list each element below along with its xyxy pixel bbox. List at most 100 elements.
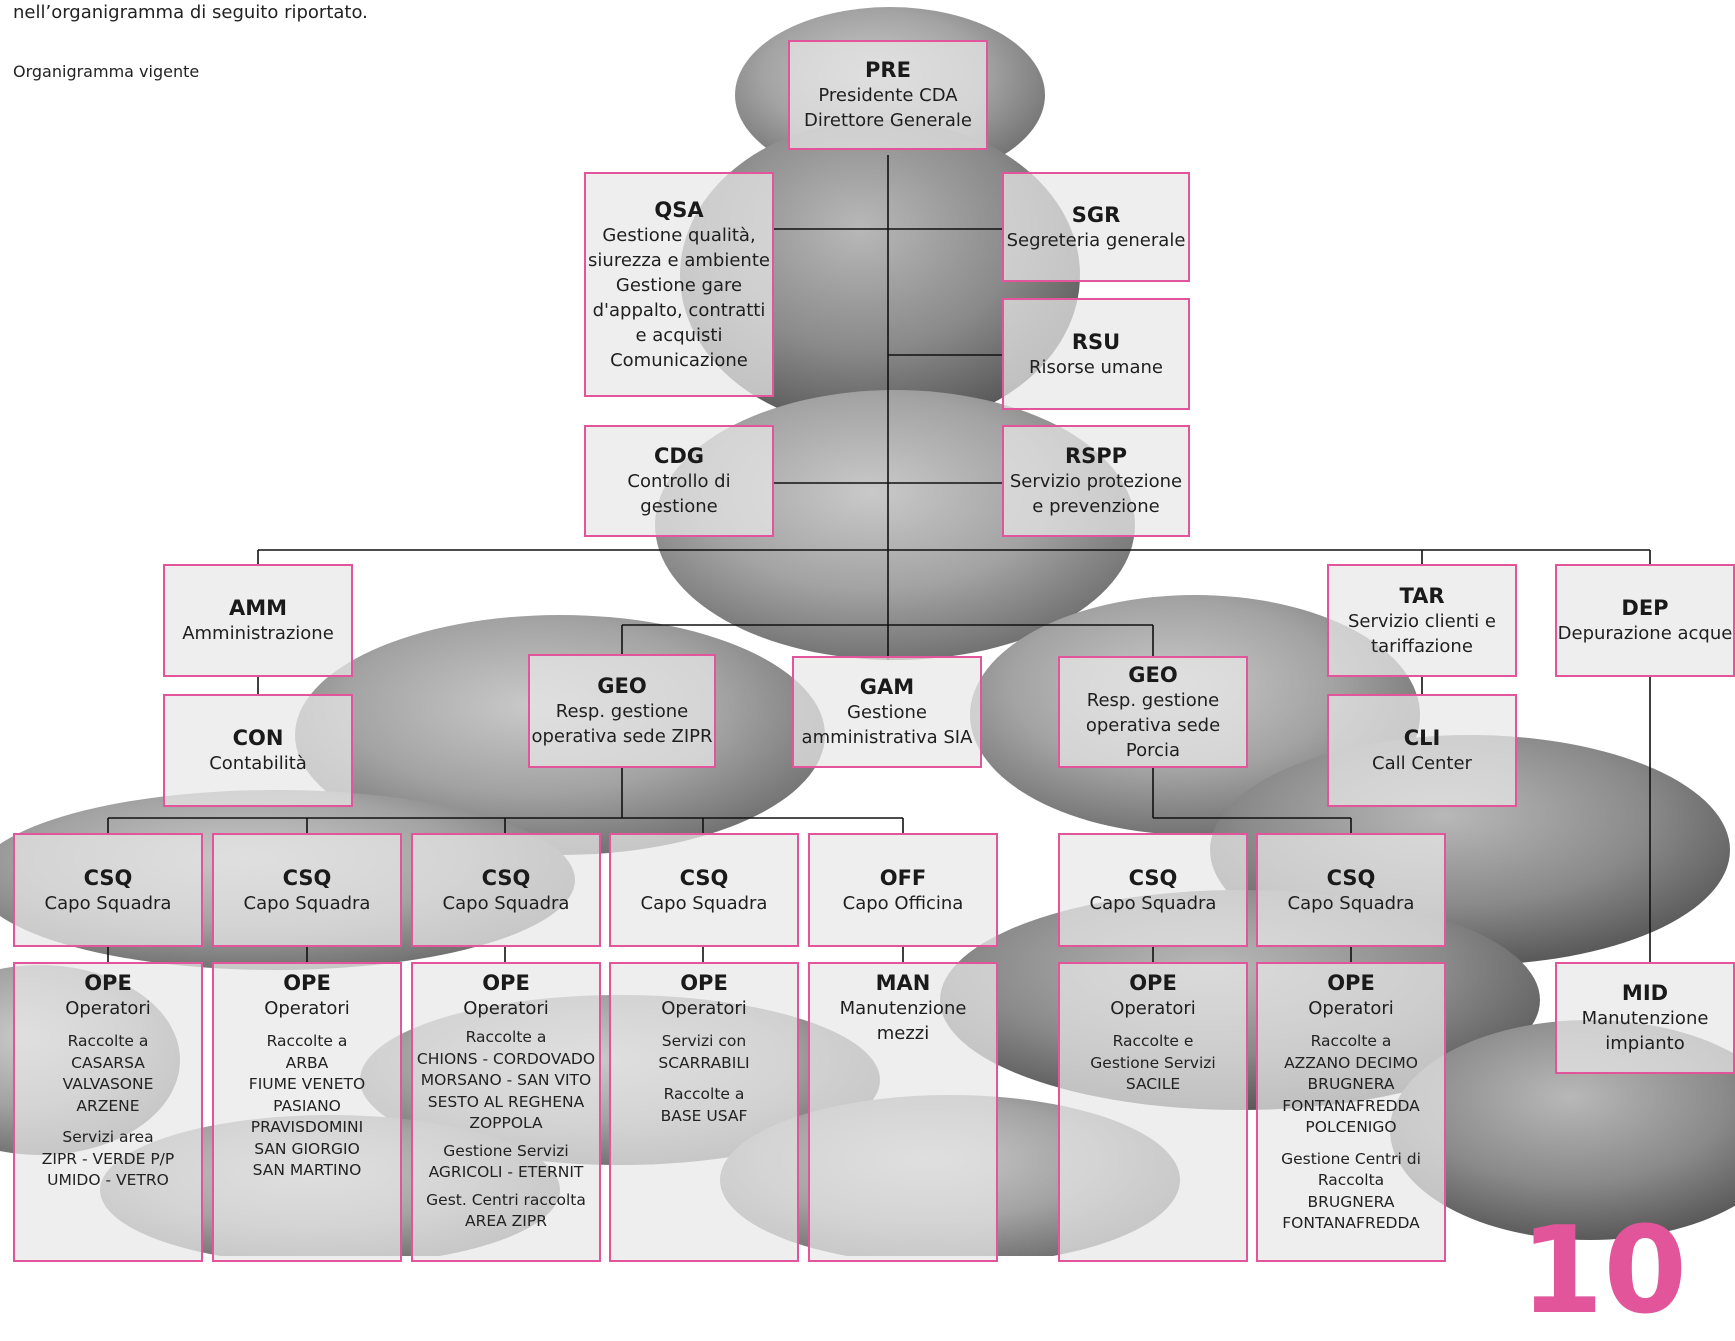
node-desc: Capo Squadra <box>1287 892 1415 914</box>
node-detail: Raccolte a CHIONS - CORDOVADO MORSANO - … <box>416 1028 596 1132</box>
node-desc: Manutenzione mezzi <box>839 998 967 1044</box>
node-code: OPE <box>482 971 530 995</box>
intro-text: nell’organigramma di seguito riportato. <box>13 2 368 23</box>
chart-subtitle: Organigramma vigente <box>13 62 200 81</box>
node-mid: MID Manutenzione impianto <box>1555 962 1735 1074</box>
node-detail: Gestione Centri di Raccolta BRUGNERA FON… <box>1281 1149 1421 1233</box>
node-detail: Servizi con SCARRABILI <box>658 1032 750 1072</box>
node-desc: Depurazione acque <box>1557 623 1733 644</box>
node-csq-5: CSQ Capo Squadra <box>1058 833 1248 947</box>
node-rsu: RSU Risorse umane <box>1002 298 1190 410</box>
node-desc: Resp. gestione operativa sede Porcia <box>1085 689 1221 761</box>
page-number: 10 <box>1520 1202 1687 1341</box>
node-qsa: QSA Gestione qualità, siurezza e ambient… <box>584 172 774 397</box>
node-ope-2: OPE Operatori Raccolte a ARBA FIUME VENE… <box>212 962 402 1262</box>
node-code: OPE <box>1327 971 1375 995</box>
node-ope-3: OPE Operatori Raccolte a CHIONS - CORDOV… <box>411 962 601 1262</box>
node-gam: GAM Gestione amministrativa SIA <box>792 656 982 768</box>
node-csq-1: CSQ Capo Squadra <box>13 833 203 947</box>
node-code: OPE <box>680 971 728 995</box>
node-man: MAN Manutenzione mezzi <box>808 962 998 1262</box>
stone-12 <box>1390 1020 1735 1240</box>
node-desc: Gestione amministrativa SIA <box>801 702 973 748</box>
node-desc: Capo Squadra <box>640 892 768 914</box>
node-desc: Segreteria generale <box>1006 229 1186 251</box>
node-desc: Presidente CDA Direttore Generale <box>804 85 972 131</box>
node-desc: Servizio protezione e prevenzione <box>1009 471 1183 517</box>
node-desc: Call Center <box>1372 753 1472 774</box>
node-detail: Raccolte a CASARSA VALVASONE ARZENE <box>62 1032 154 1115</box>
node-code: SGR <box>1071 202 1121 227</box>
node-code: CON <box>232 726 284 750</box>
node-off: OFF Capo Officina <box>808 833 998 947</box>
node-amm: AMM Amministrazione <box>163 564 353 677</box>
node-geo-porcia: GEO Resp. gestione operativa sede Porcia <box>1058 656 1248 768</box>
node-code: TAR <box>1399 583 1445 608</box>
node-desc: Amministrazione <box>182 623 334 644</box>
node-desc: Gestione qualità, siurezza e ambiente Ge… <box>588 224 770 371</box>
node-ope-5: OPE Operatori Raccolte e Gestione Serviz… <box>1058 962 1248 1262</box>
node-desc: Operatori <box>661 998 747 1019</box>
node-sgr: SGR Segreteria generale <box>1002 172 1190 282</box>
node-ope-1: OPE Operatori Raccolte a CASARSA VALVASO… <box>13 962 203 1262</box>
node-code: MID <box>1621 981 1669 1005</box>
node-code: CSQ <box>481 865 531 890</box>
node-code: OPE <box>283 971 331 995</box>
node-code: OFF <box>879 865 927 890</box>
node-csq-4: CSQ Capo Squadra <box>609 833 799 947</box>
node-rspp: RSPP Servizio protezione e prevenzione <box>1002 425 1190 537</box>
node-detail: Raccolte e Gestione Servizi SACILE <box>1090 1032 1216 1093</box>
node-desc: Capo Officina <box>842 892 964 914</box>
node-code: CSQ <box>1326 865 1376 890</box>
node-desc: Operatori <box>264 998 350 1019</box>
node-code: CDG <box>653 444 705 468</box>
node-desc: Capo Squadra <box>44 892 172 914</box>
node-desc: Manutenzione impianto <box>1581 1008 1709 1054</box>
node-desc: Capo Squadra <box>1089 892 1217 914</box>
node-code: CSQ <box>679 865 729 890</box>
node-detail: Raccolte a AZZANO DECIMO BRUGNERA FONTAN… <box>1282 1032 1420 1136</box>
node-code: GEO <box>1128 662 1178 687</box>
node-desc: Operatori <box>1308 998 1394 1019</box>
node-desc: Operatori <box>1110 998 1196 1019</box>
node-code: PRE <box>865 58 911 82</box>
node-dep: DEP Depurazione acque <box>1555 564 1735 677</box>
node-code: CLI <box>1403 726 1441 750</box>
node-code: CSQ <box>282 865 332 890</box>
node-desc: Resp. gestione operativa sede ZIPR <box>531 701 713 747</box>
node-code: DEP <box>1621 596 1669 620</box>
node-code: OPE <box>1129 971 1177 995</box>
node-desc: Servizio clienti e tariffazione <box>1348 610 1496 657</box>
node-code: CSQ <box>83 865 133 890</box>
node-detail: Servizi area ZIPR - VERDE P/P UMIDO - VE… <box>41 1128 175 1189</box>
node-pre: PRE Presidente CDA Direttore Generale <box>788 40 988 150</box>
node-desc: Risorse umane <box>1029 356 1163 378</box>
node-detail: Raccolte a BASE USAF <box>660 1085 748 1125</box>
node-code: RSU <box>1071 329 1121 354</box>
node-desc: Capo Squadra <box>442 892 570 914</box>
node-code: OPE <box>84 971 132 995</box>
node-desc: Contabilità <box>209 753 307 774</box>
node-geo-zipr: GEO Resp. gestione operativa sede ZIPR <box>528 654 716 768</box>
stone-2 <box>680 120 1080 430</box>
node-detail: Gestione Servizi AGRICOLI - ETERNIT <box>428 1141 584 1182</box>
node-detail: Gest. Centri raccolta AREA ZIPR <box>426 1190 586 1231</box>
node-csq-2: CSQ Capo Squadra <box>212 833 402 947</box>
node-desc: Operatori <box>65 998 151 1019</box>
connector-lines <box>107 155 1651 963</box>
node-desc: Capo Squadra <box>243 892 371 914</box>
node-code: QSA <box>654 197 704 222</box>
node-cli: CLI Call Center <box>1327 694 1517 807</box>
node-tar: TAR Servizio clienti e tariffazione <box>1327 564 1517 677</box>
node-con: CON Contabilità <box>163 694 353 807</box>
node-desc: Operatori <box>463 998 549 1019</box>
node-desc: Controllo di gestione <box>627 471 731 517</box>
node-csq-3: CSQ Capo Squadra <box>411 833 601 947</box>
node-detail: Raccolte a ARBA FIUME VENETO PASIANO PRA… <box>248 1032 366 1179</box>
node-code: GAM <box>859 675 915 699</box>
node-ope-6: OPE Operatori Raccolte a AZZANO DECIMO B… <box>1256 962 1446 1262</box>
node-code: RSPP <box>1064 444 1128 468</box>
node-code: MAN <box>875 971 931 995</box>
node-cdg: CDG Controllo di gestione <box>584 425 774 537</box>
node-code: GEO <box>597 674 647 698</box>
